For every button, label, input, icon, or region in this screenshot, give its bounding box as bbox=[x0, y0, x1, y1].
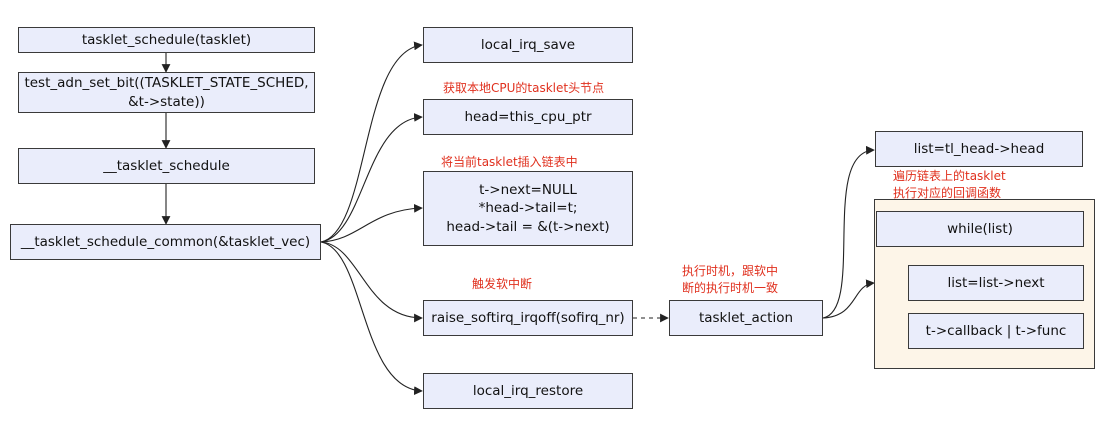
note-get-head: 获取本地CPU的tasklet头节点 bbox=[443, 81, 605, 95]
list-next-label: list=list->next bbox=[947, 274, 1045, 291]
arrow-common-to-irqsave bbox=[320, 41, 423, 243]
local-irq-save-label: local_irq_save bbox=[480, 36, 576, 53]
local-irq-save-box: local_irq_save bbox=[423, 27, 633, 63]
note-traverse: 遍历链表上的tasklet 执行对应的回调函数 bbox=[893, 168, 1006, 202]
head-this-cpu-label: head=this_cpu_ptr bbox=[464, 108, 592, 125]
note-trigger: 触发软中断 bbox=[472, 277, 533, 291]
arrow-action-to-loop bbox=[822, 279, 875, 319]
tasklet-schedule-common-box: __tasklet_schedule_common(&tasklet_vec) bbox=[10, 224, 321, 260]
test-set-bit-line1: test_adn_set_bit((TASKLET_STATE_SCHED, bbox=[24, 75, 309, 92]
arrow-common-to-raise bbox=[320, 241, 423, 323]
note-timing-line2: 断的执行时机一致 bbox=[682, 280, 779, 295]
tasklet-action-box: tasklet_action bbox=[669, 300, 823, 336]
test-set-bit-line2: &t->state)) bbox=[128, 93, 205, 110]
tasklet-schedule-box: tasklet_schedule(tasklet) bbox=[18, 27, 315, 53]
arrow-common-to-insert bbox=[320, 203, 423, 243]
while-list-box: while(list) bbox=[876, 211, 1084, 247]
arrow-common-to-head bbox=[320, 113, 423, 243]
callback-label: t->callback | t->func bbox=[925, 322, 1067, 339]
insert-list-box: t->next=NULL *head->tail=t; head->tail =… bbox=[423, 171, 633, 246]
arrow-common-to-restore bbox=[320, 241, 423, 395]
note-traverse-line2: 执行对应的回调函数 bbox=[893, 185, 1002, 200]
tasklet-schedule-label: tasklet_schedule(tasklet) bbox=[81, 31, 252, 48]
insert-line1: t->next=NULL bbox=[479, 182, 577, 199]
tasklet-schedule-inner-label: __tasklet_schedule bbox=[103, 157, 230, 174]
tasklet-schedule-common-label: __tasklet_schedule_common(&tasklet_vec) bbox=[20, 233, 311, 250]
insert-line2: *head->tail=t; bbox=[478, 200, 578, 217]
test-set-bit-box: test_adn_set_bit((TASKLET_STATE_SCHED, &… bbox=[18, 72, 315, 113]
local-irq-restore-label: local_irq_restore bbox=[472, 382, 584, 399]
raise-softirq-box: raise_softirq_irqoff(sofirq_nr) bbox=[423, 300, 633, 336]
note-timing: 执行时机，跟软中 断的执行时机一致 bbox=[682, 263, 778, 297]
raise-softirq-label: raise_softirq_irqoff(sofirq_nr) bbox=[431, 309, 625, 326]
list-head-box: list=tl_head->head bbox=[875, 131, 1083, 167]
list-head-label: list=tl_head->head bbox=[913, 140, 1045, 157]
local-irq-restore-box: local_irq_restore bbox=[423, 373, 633, 409]
note-traverse-line1: 遍历链表上的tasklet bbox=[893, 169, 1006, 183]
head-this-cpu-box: head=this_cpu_ptr bbox=[423, 99, 633, 135]
arrow-action-to-listhead bbox=[822, 145, 875, 319]
list-next-box: list=list->next bbox=[908, 265, 1084, 301]
insert-line3: head->tail = &(t->next) bbox=[446, 218, 610, 235]
tasklet-schedule-inner-box: __tasklet_schedule bbox=[18, 148, 315, 184]
tasklet-action-label: tasklet_action bbox=[698, 309, 794, 326]
note-insert: 将当前tasklet插入链表中 bbox=[441, 155, 578, 169]
note-timing-line1: 执行时机，跟软中 bbox=[682, 264, 779, 278]
callback-box: t->callback | t->func bbox=[908, 313, 1084, 349]
while-list-label: while(list) bbox=[947, 220, 1013, 237]
